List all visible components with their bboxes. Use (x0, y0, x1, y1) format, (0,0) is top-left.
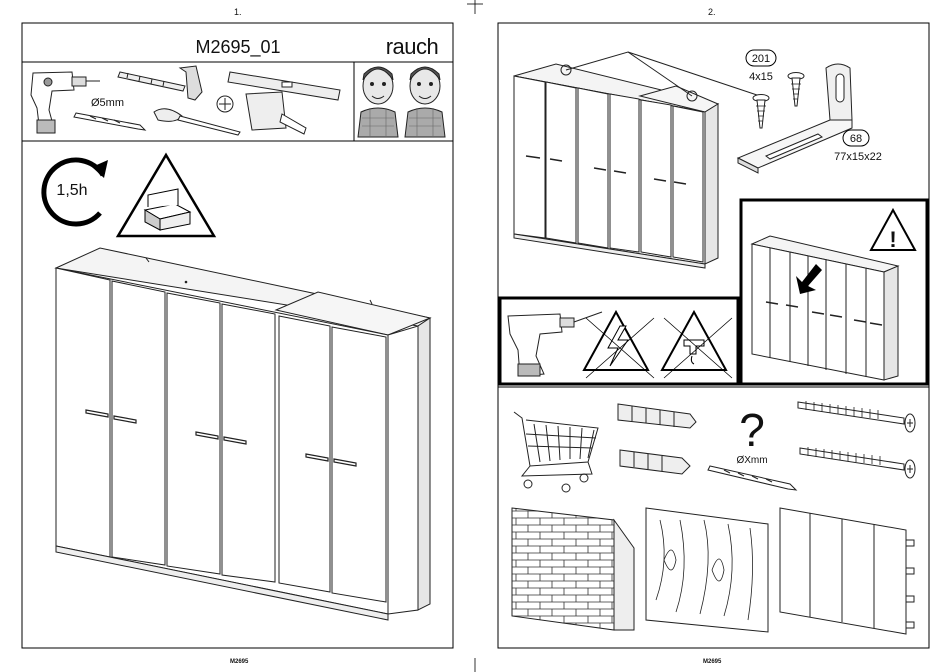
crop-marks (467, 0, 483, 672)
panel-wall-icon (780, 508, 914, 634)
part-68-number: 68 (850, 133, 862, 145)
wardrobe-illustration (56, 248, 430, 620)
part-201-number: 201 (752, 53, 770, 65)
wood-screw-icons (798, 401, 915, 478)
wall-plug-icons (618, 404, 696, 474)
part-201-size: 4x15 (749, 71, 773, 83)
drill-bit-icon-2 (708, 466, 796, 490)
brand-logo: rauch (386, 34, 439, 59)
drill-bit-icon (74, 113, 145, 130)
tape-measure-icon (246, 92, 306, 134)
brick-wall-icon (512, 508, 634, 630)
two-people-icon (358, 67, 445, 137)
fragile-triangle-icon (118, 155, 214, 236)
model-title: M2695_01 (195, 37, 280, 58)
question-mark: ? (739, 404, 765, 456)
drill-size-label: Ø5mm (91, 97, 124, 109)
warning-exclamation: ! (889, 227, 896, 252)
unknown-drill-size: ØXmm (736, 455, 767, 466)
drill-icon (31, 72, 100, 133)
shopping-cart-icon (514, 412, 598, 492)
hammer-icon (118, 66, 202, 100)
wood-panel-icon (646, 508, 768, 632)
no-electric-cables-icon (584, 312, 654, 378)
screwdriver-icon (154, 109, 240, 135)
part-68-size: 77x15x22 (834, 151, 882, 163)
duration-label: 1,5h (56, 182, 87, 199)
no-water-pipes-icon (662, 312, 732, 378)
phillips-icon (217, 96, 233, 112)
tipping-wardrobe (752, 236, 898, 380)
spirit-level-icon (228, 72, 340, 100)
